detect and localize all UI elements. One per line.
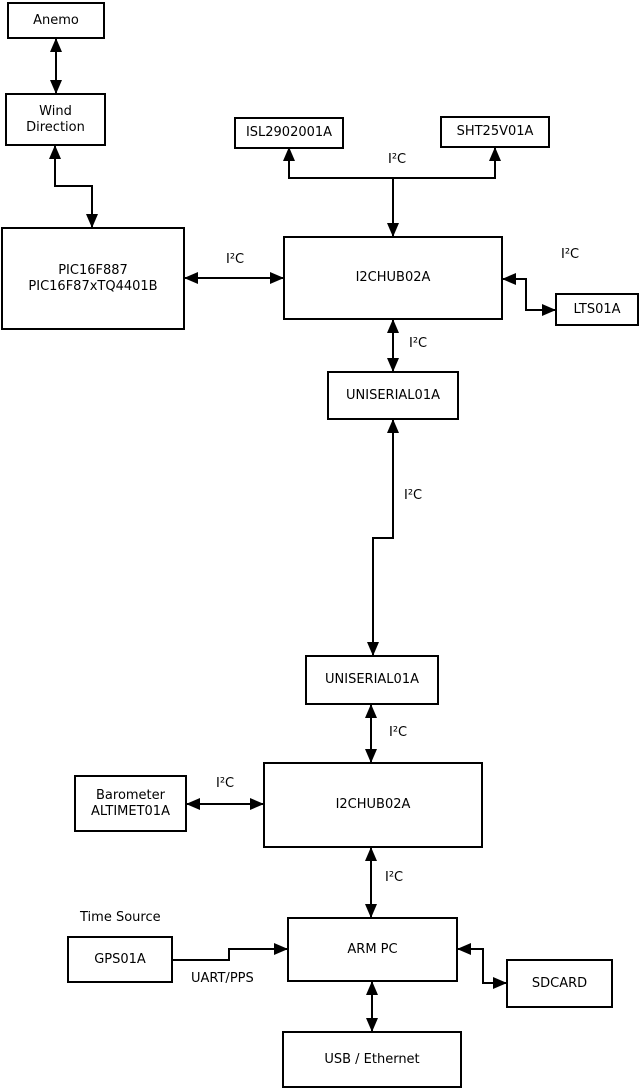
edge-label-i2c-barometer-hub: I²C: [216, 776, 235, 791]
node-wind-direction: Wind Direction: [5, 93, 106, 146]
node-sht25v01a: SHT25V01A: [440, 116, 550, 148]
node-pic16f887-label-line2: PIC16F87xTQ4401B: [28, 278, 158, 294]
edge-label-i2c-pic-hub: I²C: [226, 252, 245, 267]
connector-uniserial-upper-uniserial-lower: [367, 419, 399, 656]
node-sdcard: SDCARD: [506, 959, 613, 1008]
node-i2chub-lower: I2CHUB02A: [263, 762, 483, 848]
node-uniserial-lower-label: UNISERIAL01A: [325, 672, 419, 687]
node-wind-direction-label-line1: Wind: [39, 103, 72, 119]
node-uniserial-upper-label: UNISERIAL01A: [346, 387, 440, 403]
edge-label-i2c-uniserial-hub-lower: I²C: [389, 725, 408, 740]
node-i2chub-upper: I2CHUB02A: [283, 236, 503, 320]
node-anemo: Anemo: [7, 2, 105, 39]
node-uniserial-lower: UNISERIAL01A: [305, 655, 439, 705]
node-gps01a: GPS01A: [67, 936, 173, 983]
edge-label-i2c-hub-lts: I²C: [561, 247, 580, 262]
connector-gps-armpc: [173, 943, 288, 961]
node-anemo-label: Anemo: [33, 12, 79, 28]
node-uniserial-upper: UNISERIAL01A: [327, 371, 459, 420]
node-isl2902001a-label: ISL2902001A: [245, 125, 333, 140]
node-usb-ethernet: USB / Ethernet: [282, 1031, 462, 1088]
node-sdcard-label: SDCARD: [531, 975, 588, 991]
edge-label-i2c-hub-armpc: I²C: [385, 870, 404, 885]
label-time-source: Time Source: [80, 910, 161, 925]
connector-i2chub-upper-lts: [502, 273, 556, 316]
edge-label-i2c-uniserial-link: I²C: [404, 488, 423, 503]
node-isl2902001a: ISL2902001A: [234, 117, 344, 149]
node-pic16f887: PIC16F887 PIC16F87xTQ4401B: [1, 227, 185, 330]
node-barometer-label-line2: ALTIMET01A: [91, 803, 170, 819]
edge-label-uart-pps: UART/PPS: [191, 971, 254, 986]
node-barometer: Barometer ALTIMET01A: [74, 775, 187, 832]
connector-winddirection-pic: [49, 145, 98, 228]
node-lts01a: LTS01A: [555, 293, 639, 326]
edge-label-i2c-sensor-bus: I²C: [388, 152, 407, 167]
node-wind-direction-label-line2: Direction: [26, 119, 85, 135]
node-sht25v01a-label: SHT25V01A: [456, 124, 534, 139]
node-i2chub-upper-label: I2CHUB02A: [355, 270, 431, 285]
connector-armpc-sdcard: [457, 943, 507, 989]
node-pic16f887-label-line1: PIC16F887: [58, 262, 128, 278]
node-barometer-label-line1: Barometer: [96, 787, 165, 803]
node-usb-ethernet-label: USB / Ethernet: [324, 1051, 420, 1067]
node-arm-pc: ARM PC: [287, 917, 458, 982]
node-gps01a-label: GPS01A: [94, 951, 146, 967]
node-lts01a-label: LTS01A: [573, 301, 621, 317]
node-arm-pc-label: ARM PC: [347, 941, 398, 957]
node-i2chub-lower-label: I2CHUB02A: [335, 797, 411, 812]
edge-label-i2c-hub-uniserial-upper: I²C: [409, 336, 428, 351]
